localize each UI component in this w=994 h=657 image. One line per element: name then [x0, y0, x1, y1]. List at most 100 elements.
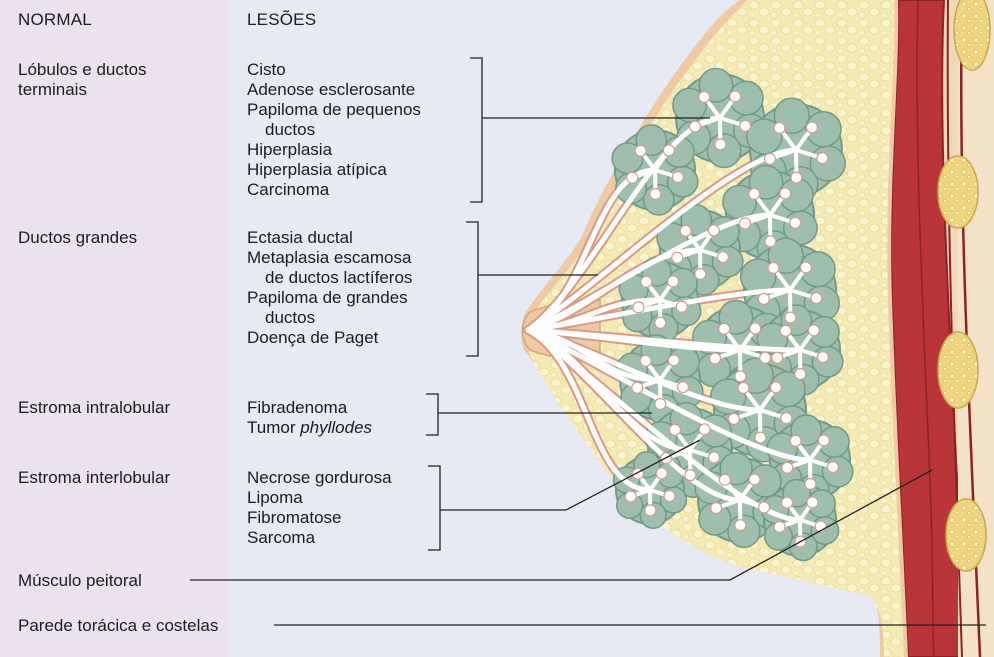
acinus [780, 325, 791, 336]
rib [954, 0, 990, 70]
acinus [774, 122, 785, 133]
acinus [790, 435, 801, 446]
rib [938, 332, 978, 408]
acinus [780, 188, 791, 199]
acinus [677, 382, 688, 393]
acinus [765, 236, 776, 247]
acinus [782, 462, 793, 473]
acinus [664, 491, 675, 502]
lesions-lobules-list: Cisto Adenose esclerosante Papiloma de p… [247, 60, 421, 200]
acinus [755, 432, 766, 443]
acinus [708, 225, 719, 236]
acinus [715, 139, 726, 150]
lesions-large-ducts-list: Ectasia ductal Metaplasia escamosa de du… [247, 228, 412, 348]
acinus [625, 491, 636, 502]
bracket-interlobular [428, 466, 440, 550]
acinus [728, 413, 739, 424]
bracket-lobules [470, 58, 482, 202]
lesions-header: LESÕES [247, 10, 316, 30]
acinus [632, 382, 643, 393]
acinus [740, 218, 751, 229]
acinus [735, 371, 746, 382]
normal-header: NORMAL [18, 10, 92, 30]
chest-wall-label: Parede torácica e costelas [18, 616, 218, 636]
acinus [750, 323, 761, 334]
normal-intralobular-label: Estroma intralobular [18, 398, 170, 418]
acinus [759, 502, 770, 513]
acinus [717, 252, 728, 263]
lesion-item: Fibradenoma [247, 398, 372, 418]
acinus [719, 323, 730, 334]
acinus [672, 252, 683, 263]
acinus [676, 301, 687, 312]
acinus [758, 293, 769, 304]
acinus [695, 268, 706, 279]
acinus [772, 352, 783, 363]
acinus [806, 122, 817, 133]
acinus [790, 217, 801, 228]
acinus [656, 468, 667, 479]
lesion-item: Papiloma de grandes [247, 288, 412, 308]
acinus [818, 435, 829, 446]
lesion-text: Tumor [247, 418, 300, 437]
acinus [768, 262, 779, 273]
acinus [685, 470, 696, 481]
bracket-intralobular [426, 394, 438, 435]
lesion-item: ductos [247, 308, 412, 328]
acinus [749, 188, 760, 199]
acinus [764, 153, 775, 164]
acinus [774, 521, 785, 532]
acinus [640, 355, 651, 366]
acinus [795, 368, 806, 379]
acinus [669, 424, 680, 435]
acinus [817, 153, 828, 164]
acinus [663, 145, 674, 156]
acinus [805, 478, 816, 489]
acinus [782, 497, 793, 508]
acinus [781, 413, 792, 424]
acinus [699, 424, 710, 435]
acinus [641, 276, 652, 287]
label-line: Lóbulos e ductos [18, 60, 147, 80]
acinus [730, 91, 741, 102]
acinus [668, 355, 679, 366]
acinus [672, 172, 683, 183]
normal-interlobular-label: Estroma interlobular [18, 468, 170, 488]
rib [946, 499, 986, 571]
acinus [740, 120, 751, 131]
acinus [811, 293, 822, 304]
lesion-item: Doença de Paget [247, 328, 412, 348]
acinus [710, 353, 721, 364]
lesion-item: Papiloma de pequenos [247, 100, 421, 120]
label-line: terminais [18, 80, 147, 100]
acinus [808, 325, 819, 336]
lesion-item: Sarcoma [247, 528, 392, 548]
acinus [719, 474, 730, 485]
lesion-item: Hiperplasia [247, 140, 421, 160]
acinus [791, 172, 802, 183]
acinus [709, 452, 720, 463]
bracket-large-ducts [466, 222, 478, 356]
lobule-lobe [707, 134, 740, 167]
acinus [711, 503, 722, 514]
acinus [699, 91, 710, 102]
lesion-item: ductos [247, 120, 421, 140]
lesion-item: Ectasia ductal [247, 228, 412, 248]
acinus [650, 188, 661, 199]
normal-lobules-label: Lóbulos e ductos terminais [18, 60, 147, 100]
lobule-lobe [728, 515, 760, 547]
acinus [655, 317, 666, 328]
acinus [760, 352, 771, 363]
acinus [785, 312, 796, 323]
acinus [633, 302, 644, 313]
acinus [635, 145, 646, 156]
normal-large-ducts-label: Ductos grandes [18, 228, 137, 248]
acinus [690, 121, 701, 132]
lesion-item: Metaplasia escamosa [247, 248, 412, 268]
lesion-item: Carcinoma [247, 180, 421, 200]
lesion-item: Adenose esclerosante [247, 80, 421, 100]
acinus [827, 462, 838, 473]
acinus [735, 520, 746, 531]
